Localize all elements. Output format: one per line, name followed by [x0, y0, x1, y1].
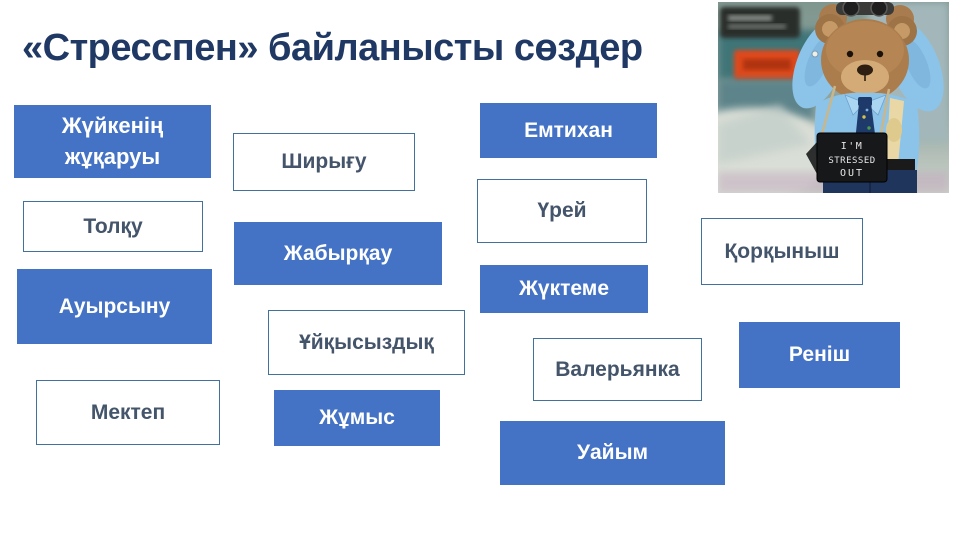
- word-box-auyrsynu: Ауырсыну: [17, 269, 212, 344]
- word-box-valeryanka: Валерьянка: [533, 338, 702, 401]
- goggles-icon: [836, 2, 894, 17]
- word-box-emtikhan: Емтихан: [480, 103, 657, 158]
- stressed-teddy-bear-photo: I'M STRESSED OUT: [718, 2, 949, 193]
- sign-text-line-3: OUT: [840, 168, 864, 179]
- bear-head: [815, 2, 917, 101]
- word-box-zhumys: Жұмыс: [274, 390, 440, 446]
- word-box-uayym: Уайым: [500, 421, 725, 485]
- bear-strap-knot: [886, 118, 902, 142]
- word-box-tolqu: Толқу: [23, 201, 203, 252]
- word-box-shirygu: Ширығу: [233, 133, 415, 191]
- word-box-renish: Реніш: [739, 322, 900, 388]
- word-box-uyqysyzdyq: Ұйқысыздық: [268, 310, 465, 375]
- word-box-mektep: Мектеп: [36, 380, 220, 445]
- word-box-zhuykenin-zhuqaruy: Жүйкенің жұқаруы: [14, 105, 211, 178]
- teddy-bear: I'M STRESSED OUT: [792, 2, 944, 193]
- teddy-bear-illustration: I'M STRESSED OUT: [718, 2, 949, 193]
- word-box-zhabyrqau: Жабырқау: [234, 222, 442, 285]
- word-box-qorqynysh: Қорқыныш: [701, 218, 863, 285]
- chalkboard-sign: I'M STRESSED OUT: [806, 85, 891, 183]
- sign-text-line-2: STRESSED: [828, 156, 875, 166]
- word-box-urey: Үрей: [477, 179, 647, 243]
- sign-text-line-1: I'M: [841, 141, 864, 152]
- word-box-zhukteme: Жүктеме: [480, 265, 648, 313]
- slide-title: «Стресспен» байланысты сөздер: [22, 27, 643, 69]
